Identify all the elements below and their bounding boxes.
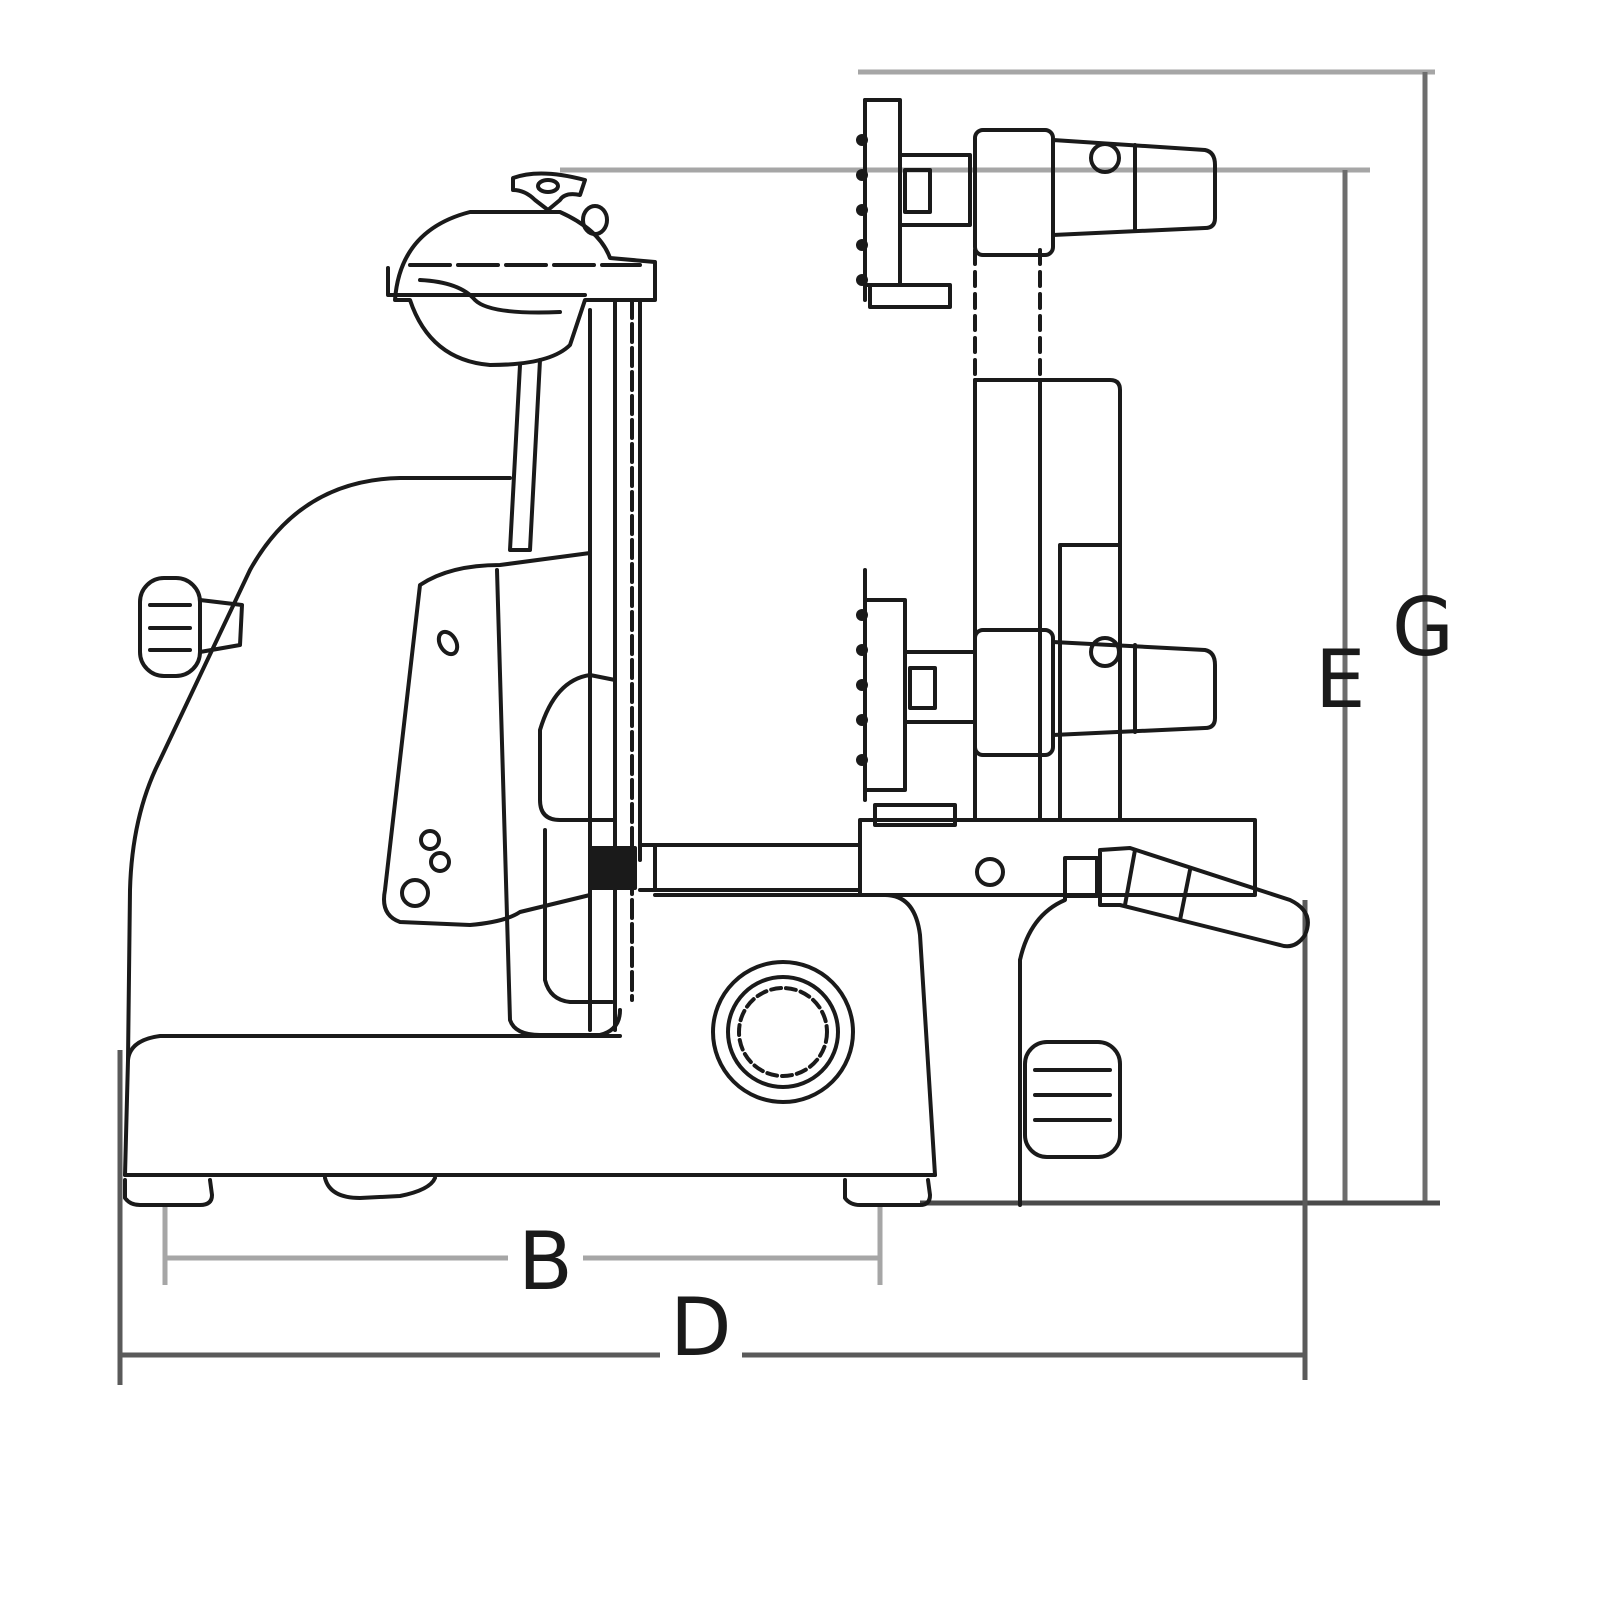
spike <box>856 239 868 251</box>
spike <box>856 714 868 726</box>
spike <box>856 204 868 216</box>
lower-pusher-bolt <box>908 666 937 710</box>
guard-knob-nut <box>581 204 609 236</box>
spike <box>856 609 868 621</box>
blade-guard-lip <box>386 266 587 297</box>
pedestal-curve <box>1018 893 1067 962</box>
pusher-guide-block <box>1058 543 1122 822</box>
upper-pusher-bolt <box>903 168 932 214</box>
spike <box>856 644 868 656</box>
dimension-lines <box>117 69 1440 1385</box>
body-rear-curve <box>126 476 512 1062</box>
carriage-plate-edge <box>495 568 622 1037</box>
pusher-lower-stop <box>873 803 957 827</box>
spike <box>856 169 868 181</box>
spike <box>856 679 868 691</box>
slicer-outline <box>123 98 1310 1207</box>
pusher-spikes <box>856 134 868 766</box>
guard-knob-center <box>536 178 560 194</box>
spike <box>856 134 868 146</box>
lower-pusher-plate <box>863 598 907 792</box>
foot-rear <box>123 1178 214 1207</box>
slide-bracket-lower <box>543 828 614 1004</box>
dimension-label-e: E <box>1315 633 1366 726</box>
upper-pusher-block <box>973 128 1055 257</box>
blade-guard-detail <box>418 278 562 315</box>
rear-knob <box>138 576 202 678</box>
foot-middle <box>323 1176 437 1200</box>
upper-pusher-plate <box>863 98 902 287</box>
carriage-plate <box>382 551 592 927</box>
upper-pusher-neck <box>898 153 972 227</box>
carriage-screw <box>429 851 451 873</box>
carriage-tray-screw <box>975 857 1005 887</box>
carriage-handle-grip <box>1123 848 1137 907</box>
upper-pusher-knob <box>1089 142 1121 174</box>
carriage-handle-mount <box>1063 856 1099 898</box>
lower-pusher-knob <box>1089 636 1121 668</box>
carriage-screw-top <box>436 629 460 657</box>
body-front-housing <box>653 893 937 1177</box>
thickness-dial-outer <box>711 960 855 1104</box>
foot-front <box>843 1178 932 1207</box>
carriage-screw <box>419 829 441 851</box>
dimension-label-b: B <box>508 1222 583 1302</box>
body-base-left <box>123 1034 622 1177</box>
spike <box>856 274 868 286</box>
pusher-column-right <box>973 378 1122 822</box>
upper-pusher-foot <box>868 283 952 309</box>
rear-knob-stem <box>198 598 244 654</box>
dimension-label-d: D <box>660 1288 742 1368</box>
thickness-dial-ring <box>726 975 840 1089</box>
carriage-handle-grip <box>1178 868 1192 922</box>
spike <box>856 754 868 766</box>
lower-pusher-handle <box>1051 640 1217 737</box>
slide-bracket <box>538 673 617 822</box>
upper-pusher-handle <box>1051 138 1217 237</box>
column-arm <box>508 358 542 552</box>
guard-knob <box>511 171 587 212</box>
carriage-handle <box>1098 846 1310 949</box>
carriage-screw-large <box>400 878 430 908</box>
lower-pusher-neck <box>903 650 977 724</box>
carriage-lock-knob <box>1023 1040 1122 1159</box>
dimension-label-g: G <box>1392 581 1454 674</box>
blade-guard <box>393 210 657 367</box>
carriage-tray <box>858 818 1257 897</box>
slide-block <box>588 846 637 890</box>
thickness-dial-inner <box>737 986 829 1078</box>
